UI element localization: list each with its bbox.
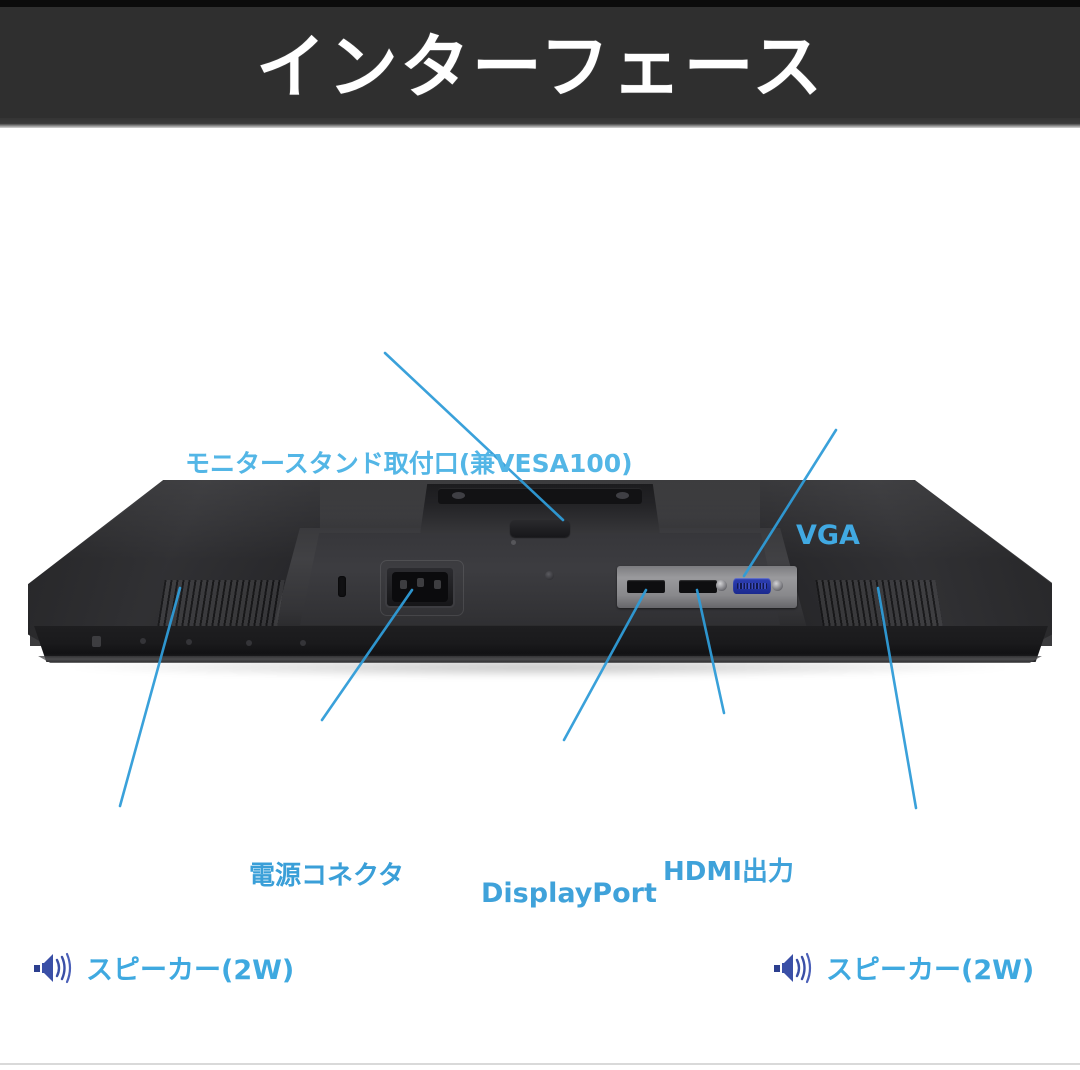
callout-label-vga: VGA	[796, 520, 860, 551]
power-pin-2	[417, 578, 424, 587]
osd-button-2	[186, 639, 192, 645]
speaker-icon	[33, 951, 79, 985]
callout-label-displayport: DisplayPort	[481, 878, 657, 909]
speaker-icon	[773, 951, 819, 985]
vesa-screw-hole-left	[452, 492, 465, 499]
vesa-alignment-pin	[511, 540, 516, 545]
callout-label-vesa: モニタースタンド取付口(兼VESA100)	[185, 449, 633, 478]
power-button	[92, 636, 101, 647]
osd-button-4	[300, 640, 306, 646]
kensington-lock-slot	[338, 576, 346, 597]
hdmi-port	[679, 580, 717, 593]
power-pin-1	[400, 580, 407, 589]
power-inlet-surround	[380, 560, 464, 616]
callout-speaker-right: スピーカー(2W)	[773, 948, 1034, 987]
vga-pin-row	[737, 583, 767, 589]
callout-label-hdmi: HDMI出力	[663, 857, 794, 887]
osd-button-1	[140, 638, 146, 644]
page-title: インターフェース	[255, 26, 825, 108]
monitor-bezel-edge	[38, 656, 1042, 663]
page-bottom-divider	[0, 1063, 1080, 1065]
callout-label-power-connector: 電源コネクタ	[249, 861, 404, 891]
stand-release-tab	[510, 520, 570, 537]
page-header-banner: インターフェース	[0, 0, 1080, 128]
vesa-screw-hole-right	[616, 492, 629, 499]
callout-speaker-left: スピーカー(2W)	[33, 948, 294, 987]
displayport-port	[627, 580, 665, 593]
chassis-center-screw	[545, 571, 554, 580]
banner-top-strip	[0, 0, 1080, 7]
product-image-stage: モニタースタンド取付口(兼VESA100) VGA 電源コネクタ Display…	[0, 128, 1080, 1063]
power-pin-3	[434, 580, 441, 589]
monitor-rear-view	[0, 128, 1080, 1063]
callout-label-speaker-left: スピーカー(2W)	[86, 955, 295, 986]
osd-button-3	[246, 640, 252, 646]
callout-label-speaker-right: スピーカー(2W)	[826, 955, 1035, 986]
vga-screw-right	[772, 580, 783, 591]
vesa-mount-slot	[438, 488, 642, 504]
vga-screw-left	[716, 580, 727, 591]
banner-bottom-shade	[0, 118, 1080, 128]
